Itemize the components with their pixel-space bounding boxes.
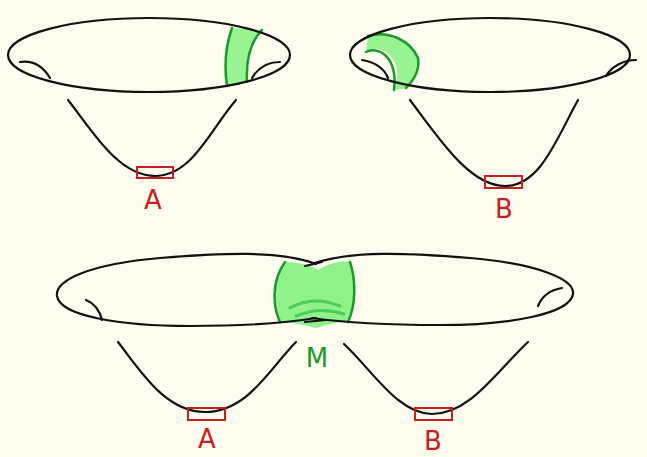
- green-strip: [226, 28, 262, 86]
- region-label: M: [306, 345, 328, 371]
- bowl-curve: [410, 100, 578, 186]
- rim-ellipse: [57, 254, 316, 326]
- bowl-curve: [68, 100, 236, 176]
- rim-ellipse: [8, 18, 290, 92]
- rim-ellipse: [350, 18, 630, 92]
- region-label: A: [144, 187, 162, 213]
- region-label: A: [198, 426, 216, 452]
- region-a: [137, 167, 173, 178]
- region-label: B: [495, 196, 513, 222]
- rim-ellipse: [312, 254, 573, 325]
- region-a: [188, 408, 225, 420]
- region-b: [415, 408, 452, 420]
- bowl-curve: [118, 342, 296, 412]
- region-label: B: [424, 428, 442, 454]
- region-b: [485, 176, 522, 188]
- bowl-curve: [344, 342, 528, 414]
